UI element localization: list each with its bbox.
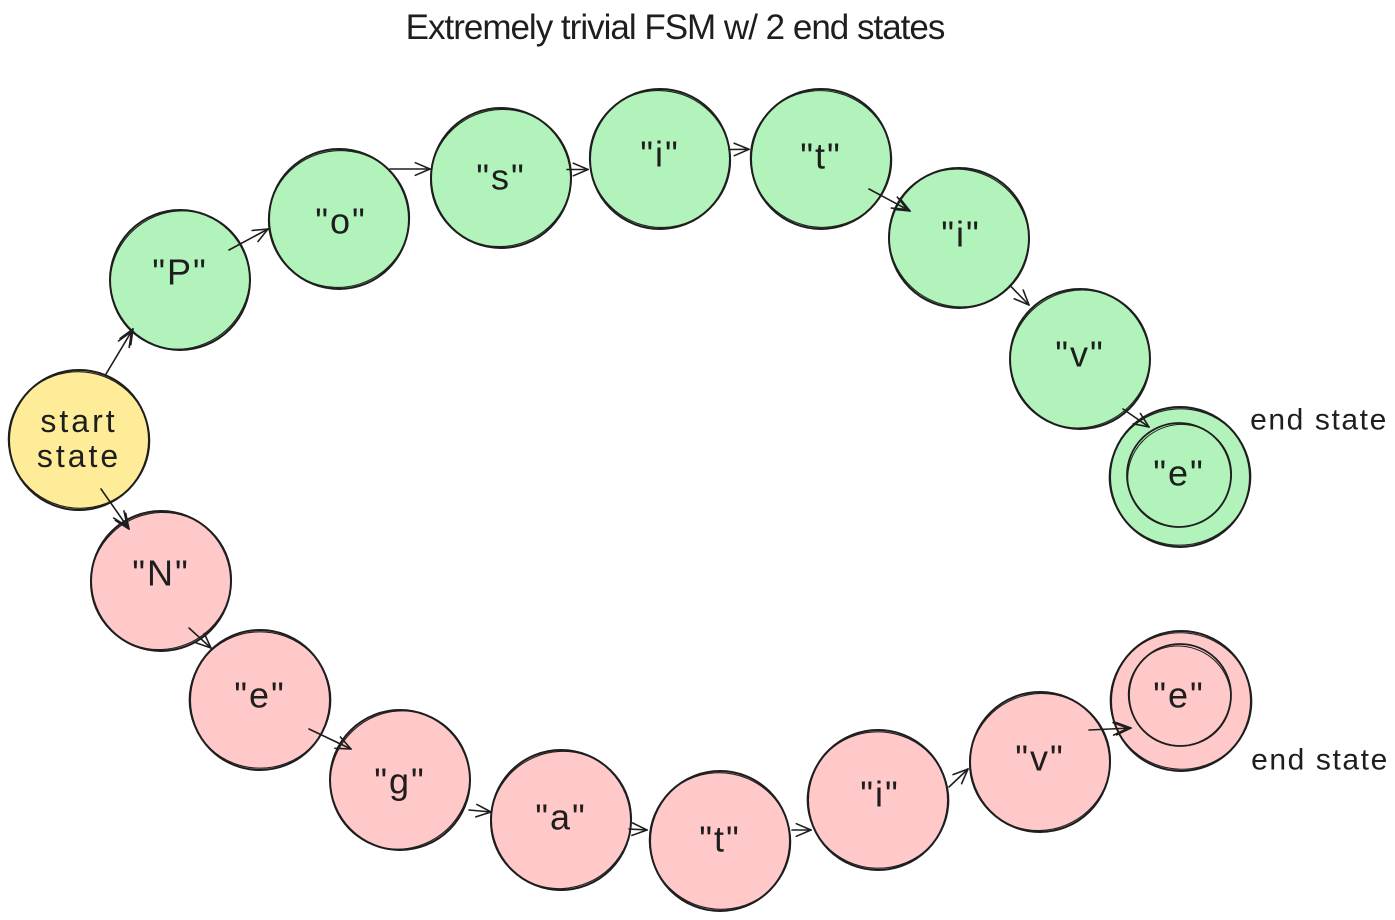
svg-text:"t": "t": [699, 819, 741, 860]
svg-text:"s": "s": [476, 157, 526, 198]
svg-text:end state: end state: [1251, 744, 1389, 777]
svg-text:"P": "P": [152, 252, 208, 293]
svg-text:"i": "i": [860, 774, 900, 815]
svg-text:Extremely trivial FSM w/ 2 end: Extremely trivial FSM w/ 2 end states: [406, 8, 945, 47]
svg-text:"e": "e": [1153, 675, 1205, 716]
svg-text:end state: end state: [1250, 404, 1388, 437]
svg-text:"e": "e": [1153, 453, 1205, 494]
svg-text:state: state: [37, 438, 121, 474]
svg-text:"i": "i": [640, 134, 680, 175]
svg-text:start: start: [40, 403, 117, 439]
svg-text:"v": "v": [1015, 738, 1065, 779]
svg-text:"a": "a": [535, 797, 587, 838]
svg-text:"e": "e": [234, 675, 286, 716]
svg-text:"o": "o": [315, 201, 367, 242]
svg-text:"i": "i": [941, 214, 981, 255]
svg-text:"t": "t": [800, 136, 842, 177]
svg-text:"g": "g": [374, 761, 426, 802]
svg-text:"N": "N": [132, 553, 190, 594]
svg-text:"v": "v": [1055, 334, 1105, 375]
